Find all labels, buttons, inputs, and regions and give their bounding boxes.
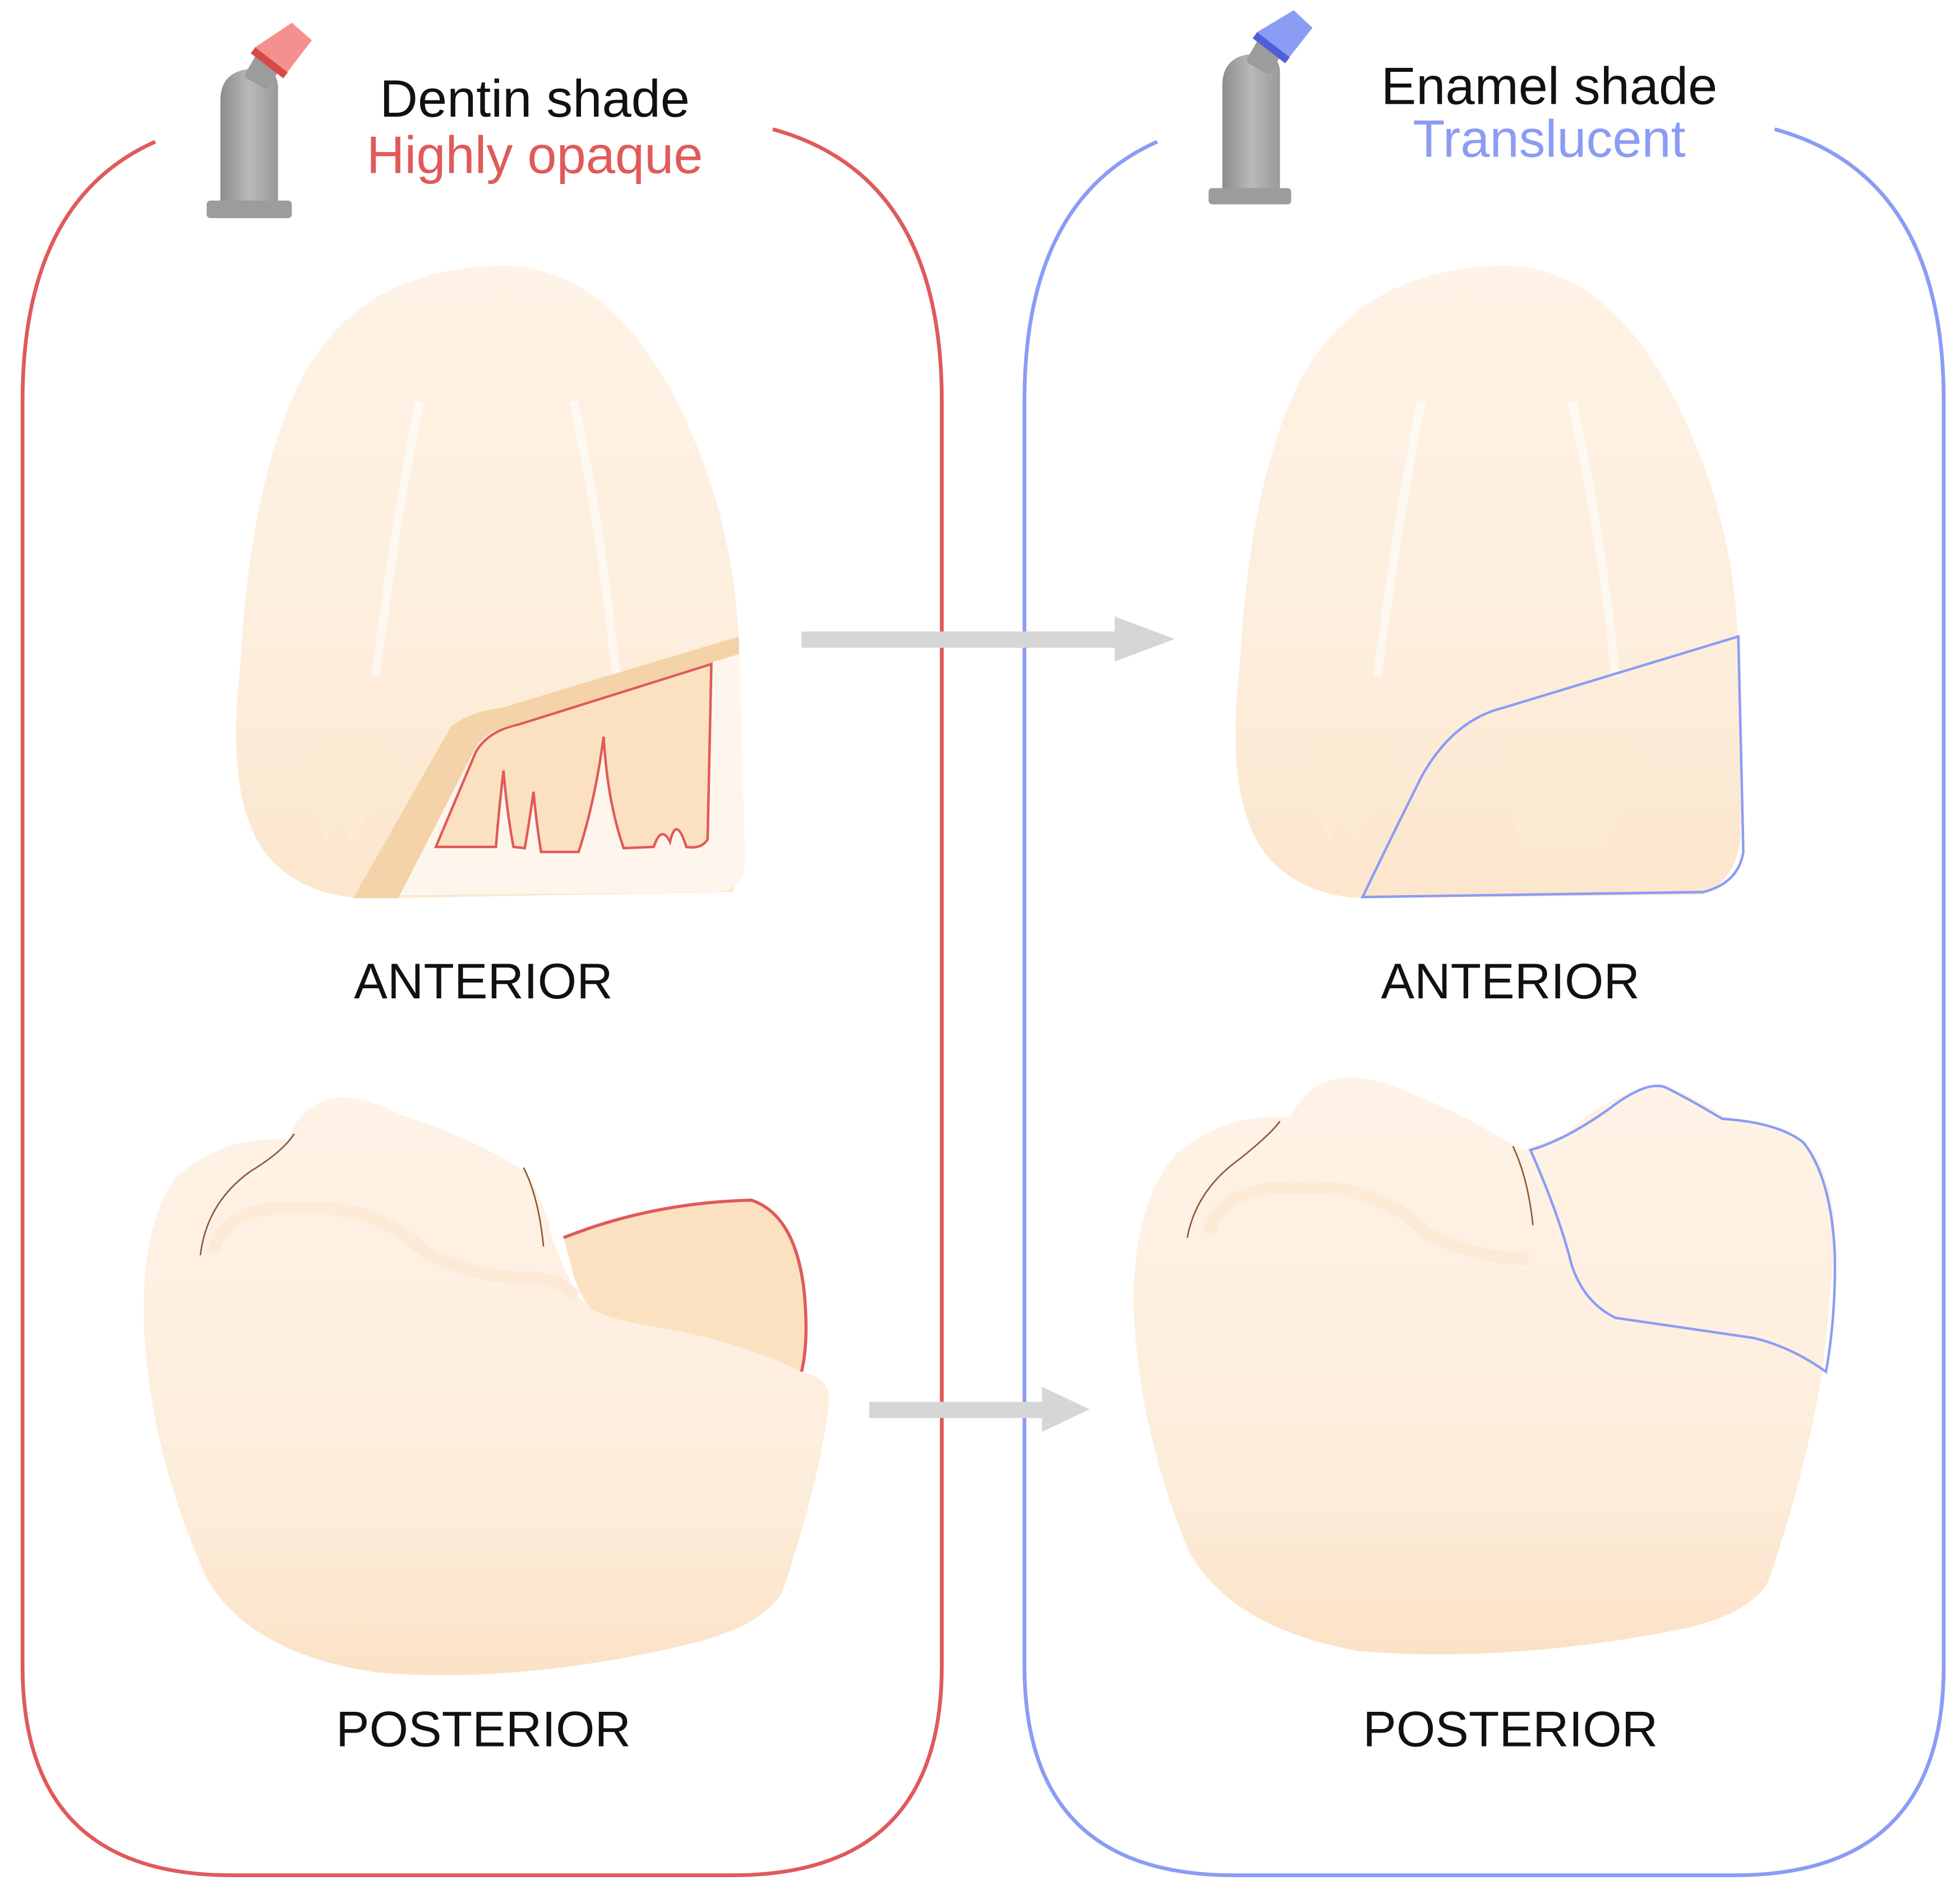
dentin-panel: Dentin shade Highly opaque ANTERIOR — [20, 22, 944, 1877]
dentin-posterior-label: POSTERIOR — [336, 1701, 631, 1757]
enamel-posterior-tooth — [1133, 1077, 1837, 1655]
enamel-posterior-outline — [1528, 1084, 1837, 1374]
dentin-anterior-tooth — [236, 265, 745, 899]
dentin-title: Dentin shade — [380, 69, 690, 128]
enamel-anterior-label: ANTERIOR — [1381, 953, 1640, 1009]
enamel-subtitle: Translucent — [1413, 109, 1685, 168]
dentin-subtitle: Highly opaque — [367, 126, 703, 185]
dentin-anterior-label: ANTERIOR — [354, 953, 612, 1009]
enamel-anterior-tooth — [1235, 265, 1745, 899]
composite-syringe-icon — [1209, 10, 1313, 205]
enamel-layer-outline — [1361, 634, 1745, 899]
enamel-panel-border — [1022, 127, 1946, 1877]
enamel-posterior-label: POSTERIOR — [1363, 1701, 1658, 1757]
dentin-panel-border — [20, 127, 944, 1877]
dentin-posterior-layer — [563, 1200, 806, 1372]
dentin-posterior-tooth — [144, 1097, 829, 1675]
enamel-panel: Enamel shade Translucent ANTERIOR POSTER… — [1022, 10, 1946, 1877]
right-arrow-icon — [801, 616, 1175, 662]
enamel-bevel — [353, 636, 739, 899]
enamel-title: Enamel shade — [1381, 57, 1718, 116]
right-arrow-icon — [869, 1386, 1090, 1432]
dentin-layer — [433, 662, 713, 854]
composite-syringe-icon — [206, 22, 312, 218]
